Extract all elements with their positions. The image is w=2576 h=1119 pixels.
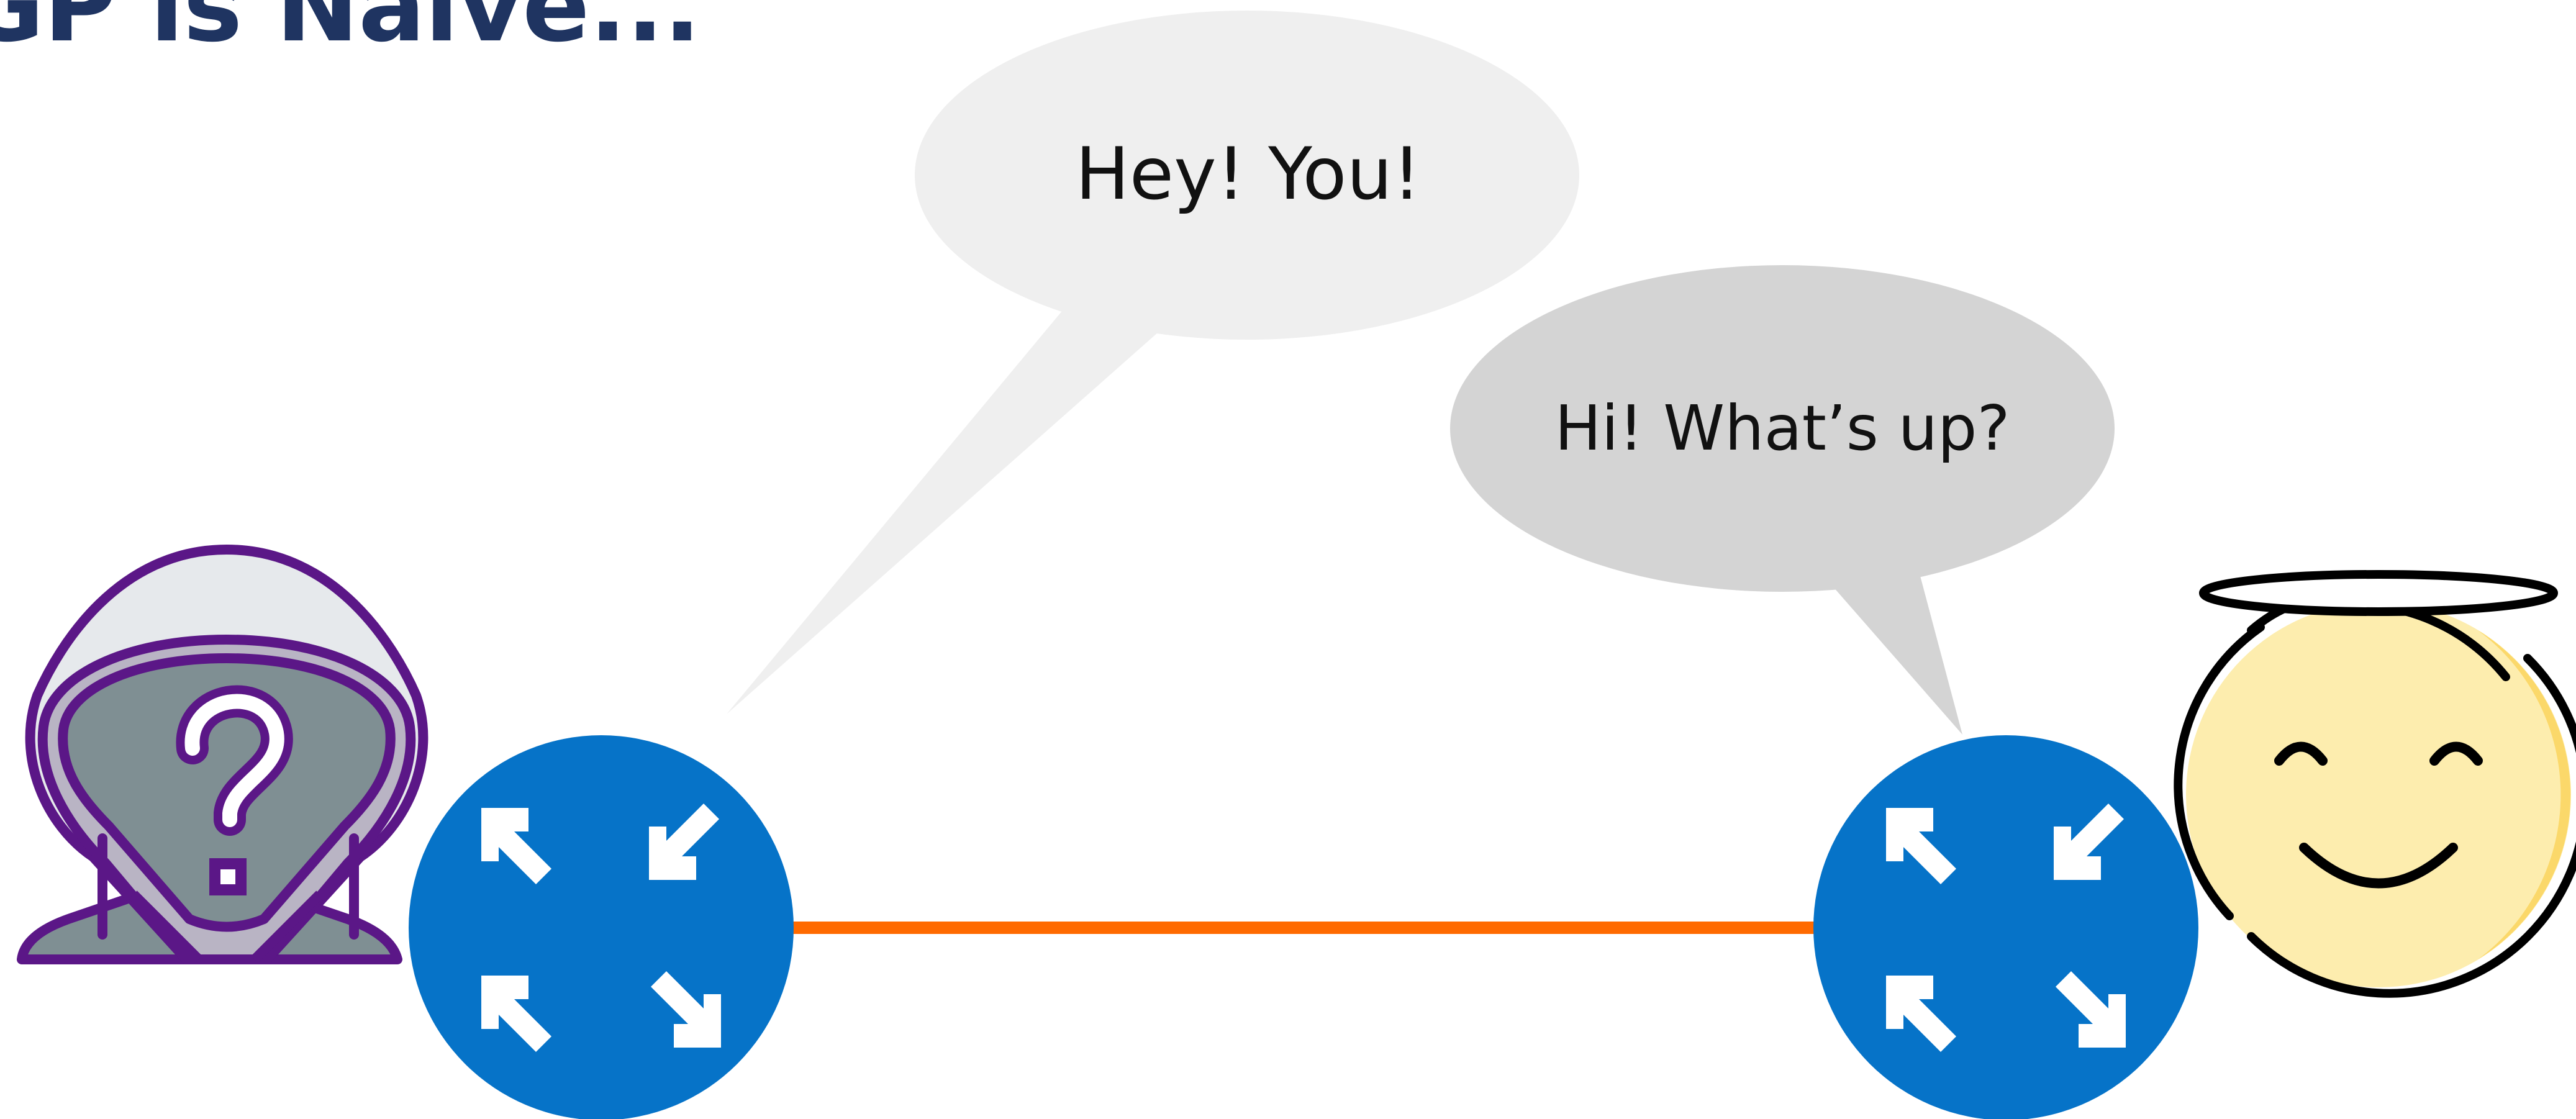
- speech-bubble-right: [1450, 265, 2115, 735]
- speech-bubble-left-text: Hey! You!: [1075, 132, 1422, 216]
- angel-smiley-icon: [2174, 570, 2576, 998]
- speech-bubble-right-text: Hi! What’s up?: [1554, 392, 2010, 464]
- speech-bubble-left: [727, 11, 1579, 714]
- router-left-icon: [409, 735, 794, 1119]
- router-right-icon: [1813, 735, 2198, 1119]
- slide-title: GP is Naive...: [0, 0, 701, 64]
- hooded-hacker-question-icon: [17, 545, 429, 964]
